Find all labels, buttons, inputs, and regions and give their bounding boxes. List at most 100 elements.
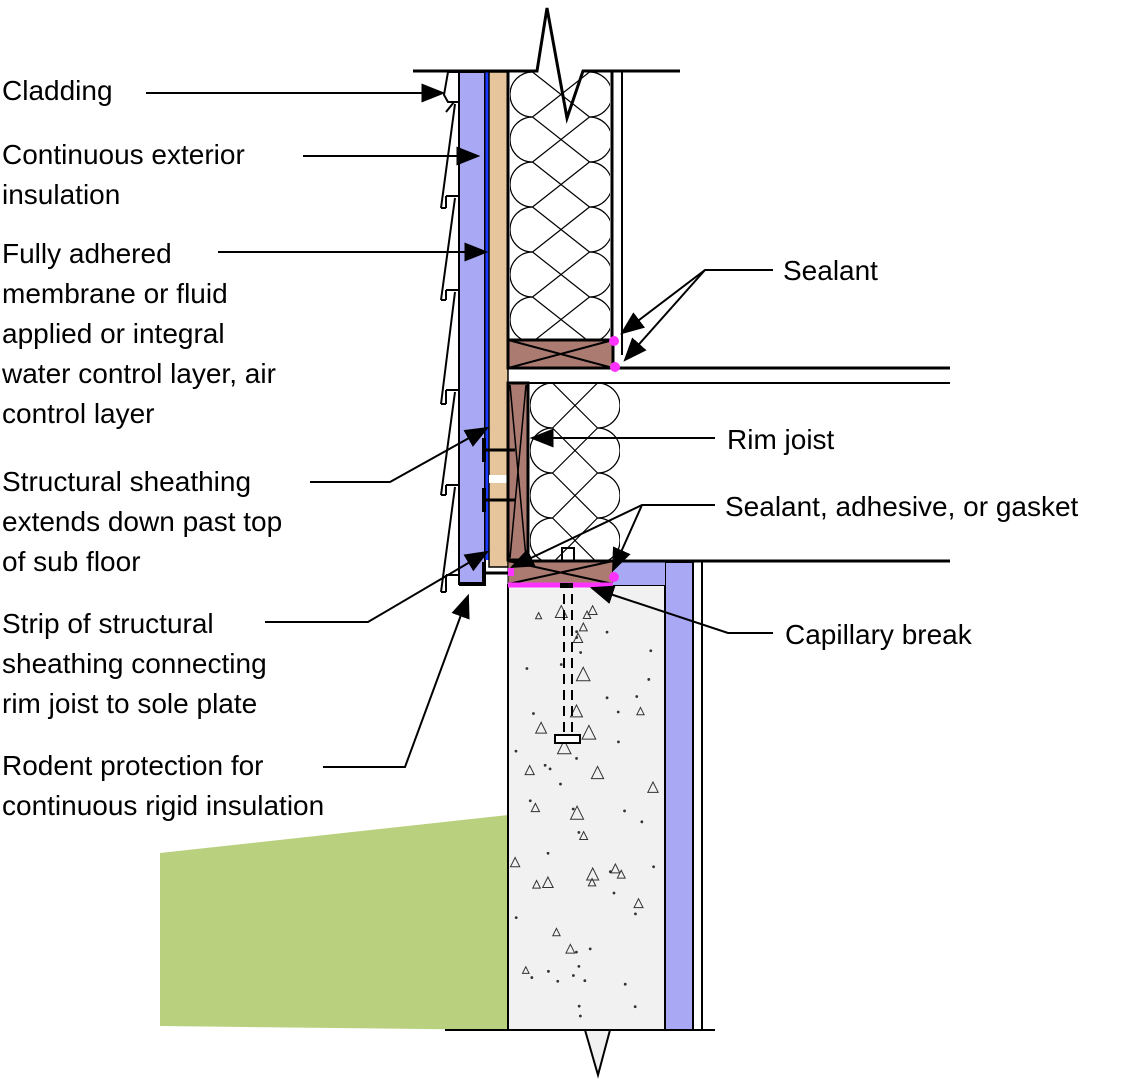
aggregate-stone <box>581 724 597 740</box>
aggregate-dot <box>548 767 552 771</box>
rim-joist <box>506 381 530 562</box>
label-cladding: Cladding <box>2 75 113 106</box>
aggregate-dot <box>525 667 529 670</box>
aggregate-dot <box>647 678 651 681</box>
leader-sheathing <box>310 426 490 483</box>
aggregate-dot <box>575 630 579 634</box>
grade-soil <box>160 815 508 1030</box>
leader-sealant-gasket <box>509 504 715 569</box>
exterior-insulation <box>458 71 486 585</box>
aggregate-dot <box>577 964 581 968</box>
aggregate-stone <box>616 869 626 879</box>
sealant-dot <box>609 336 619 346</box>
label-sheathing-strip: Strip of structural sheathing connecting… <box>2 608 274 719</box>
aggregate-stone <box>578 621 589 632</box>
aggregate-dot <box>577 831 581 834</box>
labels: Cladding Continuous exterior insulation … <box>1 75 1079 821</box>
aggregate-stone <box>509 856 521 868</box>
aggregate-dot <box>605 696 609 700</box>
aggregate-stone <box>610 862 621 874</box>
label-rodent-protection: Rodent protection for continuous rigid i… <box>2 750 324 821</box>
aggregate-dot <box>652 865 655 869</box>
sill-plate <box>507 560 665 585</box>
aggregate-dot <box>546 851 550 855</box>
leader-capillary <box>589 585 773 634</box>
aggregate-stone <box>587 604 598 616</box>
label-rim-joist: Rim joist <box>727 424 835 455</box>
aggregate-stone <box>582 609 592 620</box>
label-structural-sheathing: Structural sheathing extends down past t… <box>2 466 290 577</box>
label-sealant-adhesive-gasket: Sealant, adhesive, or gasket <box>725 491 1079 522</box>
break-line-top <box>413 7 680 124</box>
batt-pattern <box>530 383 620 560</box>
aggregate-dot <box>547 969 550 973</box>
aggregate-stone <box>585 866 600 881</box>
aggregate-dot <box>634 912 637 916</box>
sealant-strip <box>508 568 514 576</box>
aggregate-dot <box>623 982 627 986</box>
aggregate-stone <box>636 706 645 716</box>
aggregate-dot <box>577 1004 581 1008</box>
aggregate-dot <box>623 809 626 813</box>
leader-rodent <box>323 593 470 768</box>
aggregate-dot <box>514 916 518 920</box>
aggregate-stone <box>590 765 605 780</box>
aggregate-stone <box>587 877 597 887</box>
aggregate-stone <box>633 897 644 909</box>
aggregate-stone <box>530 802 541 813</box>
aggregate-stone <box>646 780 659 793</box>
aggregate-dot <box>579 651 583 654</box>
sealant-dot <box>609 572 619 582</box>
aggregate-dot <box>575 636 579 639</box>
aggregate-dot <box>571 807 575 811</box>
aggregate-stone <box>575 666 591 682</box>
label-capillary-break: Capillary break <box>785 619 973 650</box>
batt-insulation-upper <box>510 72 610 340</box>
aggregate-dot <box>616 710 620 714</box>
aggregate-dot <box>649 649 653 653</box>
aggregate-dot <box>543 763 547 767</box>
aggregate-dot <box>583 979 587 983</box>
aggregate-dot <box>528 799 532 803</box>
aggregate-stone <box>521 965 530 974</box>
aggregate-stone <box>569 703 584 718</box>
aggregate-dot <box>617 740 620 744</box>
aggregate-stone <box>556 739 572 755</box>
aggregate-stone <box>524 764 536 776</box>
interior-foundation-insulation <box>664 561 694 1031</box>
aggregate-stone <box>534 611 543 620</box>
aggregate-dot <box>605 630 609 634</box>
aggregate-dot <box>556 979 560 983</box>
leader-strip <box>265 550 490 623</box>
leader-lines <box>146 83 773 768</box>
aggregate-dot <box>571 974 575 977</box>
aggregate-stone <box>551 927 561 937</box>
aggregate-dot <box>559 782 562 786</box>
aggregate-dot <box>633 1005 637 1009</box>
aggregate-dot <box>575 757 578 760</box>
batt-insulation-rim <box>530 383 620 560</box>
aggregate-dot <box>559 663 563 666</box>
aggregate-dot <box>588 947 592 951</box>
foundation-wall <box>507 547 666 1079</box>
cladding <box>440 71 460 593</box>
upper-wall <box>506 72 623 370</box>
aggregate-dot <box>514 749 518 753</box>
label-water-air-control-layer: Fully adhered membrane or fluid applied … <box>1 238 284 429</box>
batt-pattern <box>510 72 610 340</box>
aggregate-dot <box>640 820 644 824</box>
sealant-dot <box>610 362 620 372</box>
aggregate-dot <box>578 1014 582 1018</box>
aggregate-dot <box>575 950 578 954</box>
aggregate-stone <box>534 721 548 734</box>
aggregate-stone <box>569 805 585 820</box>
aggregate-stone <box>541 875 554 888</box>
aggregate-stone <box>565 943 576 954</box>
aggregate-dot <box>530 976 534 979</box>
aggregate-dot <box>635 695 639 698</box>
label-continuous-exterior-insulation: Continuous exterior insulation <box>2 139 253 210</box>
aggregate-stone <box>531 879 542 889</box>
aggregate-dot <box>612 891 616 895</box>
label-sealant: Sealant <box>783 255 878 286</box>
